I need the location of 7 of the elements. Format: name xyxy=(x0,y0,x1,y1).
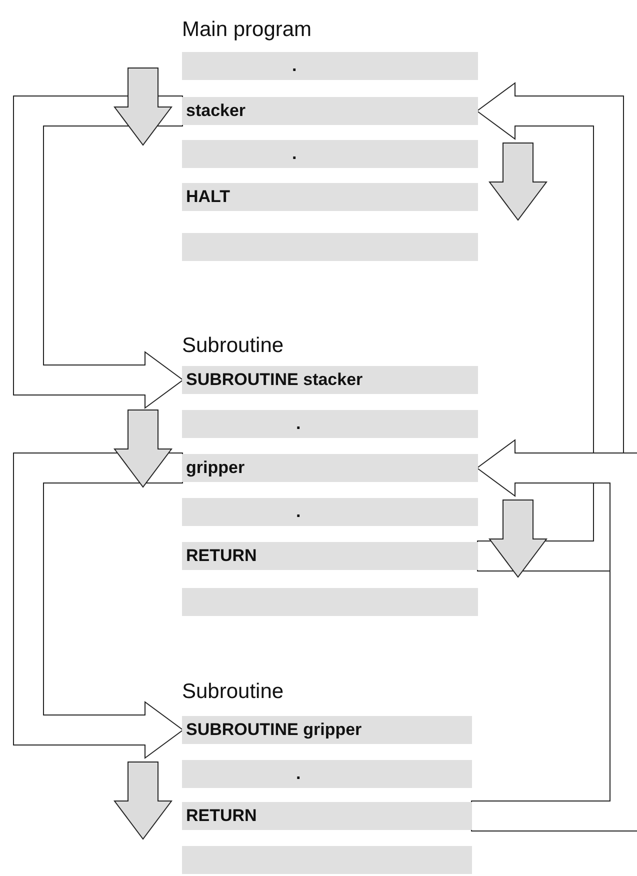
block-arrow xyxy=(13,95,184,409)
block-arrow xyxy=(476,82,624,572)
section-heading: Subroutine xyxy=(182,334,284,358)
section-heading: Subroutine xyxy=(182,680,284,704)
block-arrow xyxy=(471,439,637,832)
block-arrow xyxy=(13,452,184,759)
section-heading: Main program xyxy=(182,18,312,42)
